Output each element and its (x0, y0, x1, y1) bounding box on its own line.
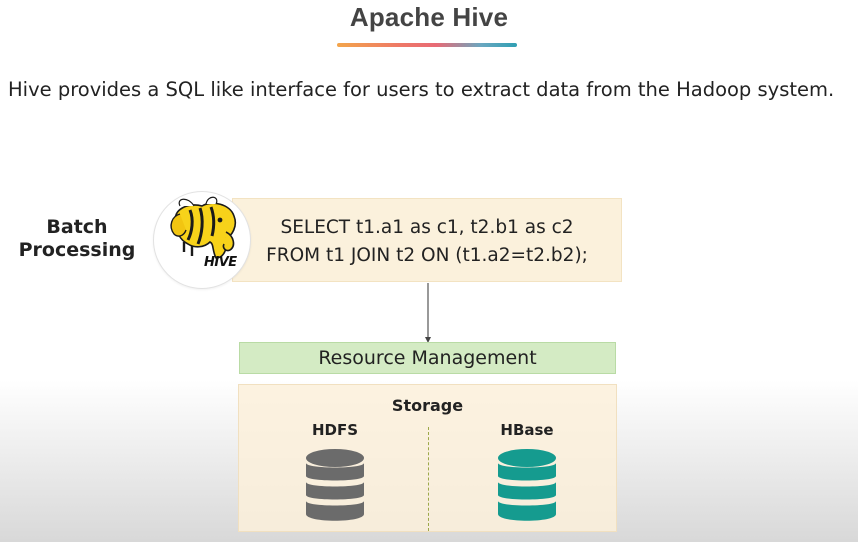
sql-query-line-1: SELECT t1.a1 as c1, t2.b1 as c2 (280, 217, 574, 238)
hive-logo: HIVE (153, 191, 251, 289)
batch-processing-label: Batch Processing (18, 216, 136, 261)
storage-box: Storage HDFS HBase (238, 384, 617, 532)
hdfs-label: HDFS (311, 421, 359, 439)
page-title: Apache Hive (349, 2, 509, 32)
sql-query-box: SELECT t1.a1 as c1, t2.b1 as c2 FROM t1 … (232, 198, 622, 282)
title-underline (337, 43, 517, 47)
subtitle-text: Hive provides a SQL like interface for u… (8, 78, 835, 101)
resource-management-box: Resource Management (239, 342, 616, 374)
down-arrow (425, 283, 431, 343)
hive-logo-text: HIVE (204, 255, 237, 270)
hive-elephant-bee-icon (170, 196, 237, 259)
sql-query-line-2: FROM t1 JOIN t2 ON (t1.a2=t2.b2); (266, 245, 588, 266)
hbase-label: HBase (500, 421, 554, 439)
storage-label: Storage (391, 396, 464, 415)
hbase-database-icon (498, 449, 556, 521)
hdfs-database-icon (306, 449, 364, 521)
storage-divider (428, 427, 429, 531)
